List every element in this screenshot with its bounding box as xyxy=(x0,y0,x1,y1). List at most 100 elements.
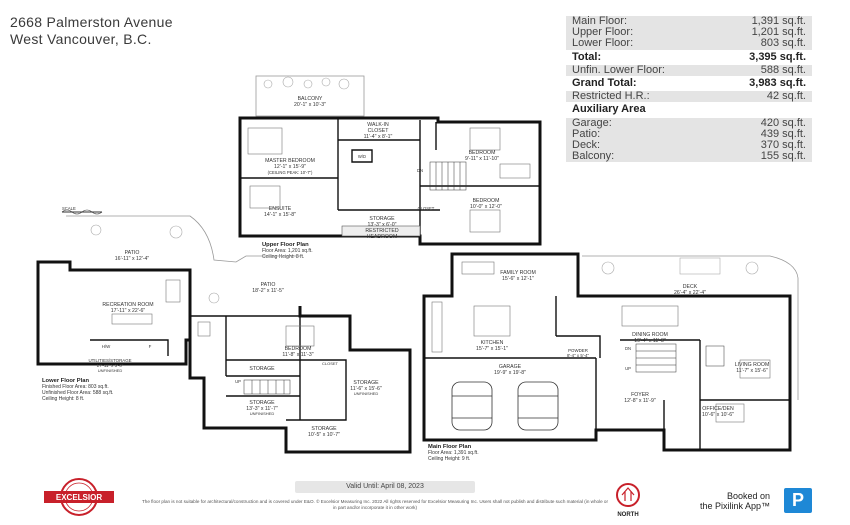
label-garage: Garage: xyxy=(572,116,612,129)
dims-recreation: 17'-11" x 22'-6" xyxy=(111,308,146,314)
label-patio: Patio: xyxy=(572,127,601,140)
booked-line1: Booked on xyxy=(726,491,770,501)
row-upper-floor: Upper Floor:1,201 sq.ft. xyxy=(566,26,812,38)
row-unfin-lower: Unfin. Lower Floor: 588 sq.ft. xyxy=(566,63,812,77)
label-storage-2: STORAGE xyxy=(353,380,379,386)
row-garage: Garage:420 sq.ft. xyxy=(566,116,812,129)
upper-partitions xyxy=(240,118,540,236)
dims-bedroom-2: 10'-0" x 12'-0" xyxy=(470,204,502,210)
value-patio: 439 sq.ft. xyxy=(760,127,806,140)
label-dn-main: DN xyxy=(625,346,631,351)
dims-garage: 19'-9" x 19'-8" xyxy=(494,370,526,376)
dims-deck: 26'-4" x 22'-4" xyxy=(674,290,706,296)
label-office: OFFICE/DEN xyxy=(702,406,734,412)
value-lower-floor: 803 sq.ft. xyxy=(760,37,806,50)
north-label: NORTH xyxy=(617,512,638,518)
note-storage-2: UNFINISHED xyxy=(354,391,379,396)
label-deck: Deck: xyxy=(572,139,601,152)
label-bedroom-2: BEDROOM xyxy=(473,198,500,204)
main-caption-area: Floor Area: 1,391 sq.ft. xyxy=(428,450,479,456)
label-balcony: BALCONY xyxy=(298,96,323,102)
garage-cars xyxy=(451,381,559,431)
label-family: FAMILY ROOM xyxy=(500,270,536,276)
lower-caption-area: Finished Floor Area: 803 sq.ft. xyxy=(42,384,109,390)
dims-storage-upper: 13'-3" x 6'-0" xyxy=(367,222,396,228)
value-unfin-lower: 588 sq.ft. xyxy=(760,63,806,76)
dims-dining: 19'-4" x 11'-8" xyxy=(634,338,666,344)
label-main-floor: Main Floor: xyxy=(572,15,628,27)
label-dining: DINING ROOM xyxy=(632,332,668,338)
value-restricted: 42 sq.ft. xyxy=(766,90,806,103)
label-recreation: RECREATION ROOM xyxy=(102,302,153,308)
property-address: 2668 Palmerston Avenue West Vancouver, B… xyxy=(10,14,173,48)
label-dn-upper: DN xyxy=(417,168,423,173)
main-walls xyxy=(422,252,792,452)
label-closet-upper: CLOSET xyxy=(418,206,435,211)
lower-walls xyxy=(36,260,412,454)
upper-caption-title: Upper Floor Plan xyxy=(262,242,309,248)
dims-family: 15'-6" x 12'-1" xyxy=(502,276,534,282)
upper-caption-ceiling: Ceiling Height: 8 ft. xyxy=(262,254,304,260)
restricted-headroom-area xyxy=(341,225,421,237)
main-partitions xyxy=(424,254,790,450)
dims-bedroom-lower: 11'-8" x 11'-3" xyxy=(282,352,313,358)
lower-stairs xyxy=(243,379,291,395)
aux-area-title: Auxiliary Area xyxy=(566,102,812,118)
dims-patio-mid: 18'-2" x 11'-5" xyxy=(252,288,284,294)
excelsior-seal-logo: EXCELSIOR xyxy=(36,477,122,517)
label-up-lower: UP xyxy=(235,379,241,384)
label-master: MASTER BEDROOM xyxy=(265,158,315,164)
dims-powder: 8'-4" x 5'-4" xyxy=(567,353,590,358)
note-master: (CEILING PEAK: 10'-7") xyxy=(268,170,313,175)
row-grand-total: Grand Total: 3,983 sq.ft. xyxy=(566,76,812,91)
label-patio-left: PATIO xyxy=(125,250,140,256)
valid-until-badge: Valid Until: April 08, 2023 xyxy=(295,481,475,493)
scale-label: SCALE xyxy=(62,206,76,211)
north-icon xyxy=(616,483,640,507)
main-furniture xyxy=(431,261,771,423)
label-lower-floor: Lower Floor: xyxy=(572,37,634,50)
label-grand-total: Grand Total: xyxy=(572,77,637,90)
label-deck: DECK xyxy=(683,284,698,290)
dims-bedroom-1: 9'-11" x 11'-10" xyxy=(465,156,499,162)
disclaimer-text: The floor plan is not suitable for archi… xyxy=(141,499,609,510)
row-total: Total:3,395 sq.ft. xyxy=(566,50,812,65)
main-caption-title: Main Floor Plan xyxy=(428,444,472,450)
label-unfin-lower: Unfin. Lower Floor: xyxy=(572,63,665,76)
row-restricted: Restricted H.R.:42 sq.ft. xyxy=(566,90,812,103)
value-main-floor: 1,391 sq.ft. xyxy=(751,15,806,27)
dims-ensuite: 14'-1" x 15'-8" xyxy=(264,212,296,218)
value-total: 3,395 sq.ft. xyxy=(749,50,806,63)
label-powder: POWDER xyxy=(568,348,588,353)
label-garage: GARAGE xyxy=(499,364,522,370)
value-grand-total: 3,983 sq.ft. xyxy=(749,77,806,90)
dims-storage-4: 10'-5" x 10'-7" xyxy=(308,432,340,438)
patio-furniture xyxy=(90,224,220,304)
address-line2: West Vancouver, B.C. xyxy=(10,31,152,47)
deck-outline xyxy=(582,255,799,400)
label-bedroom-lower: BEDROOM xyxy=(285,346,312,352)
row-main-floor: Main Floor: 1,391 sq.ft. xyxy=(566,15,812,27)
label-ensuite: ENSUITE xyxy=(269,206,292,212)
label-restricted: RESTRICTED xyxy=(365,228,398,234)
row-patio: Patio: 439 sq.ft. xyxy=(566,127,812,140)
label-wd: W/D xyxy=(358,154,366,159)
lower-caption-unfin: Unfinished Floor Area: 588 sq.ft. xyxy=(42,390,113,396)
area-group-floors: Main Floor: 1,391 sq.ft. Upper Floor:1,20… xyxy=(566,15,812,50)
row-lower-floor: Lower Floor: 803 sq.ft. xyxy=(566,38,812,49)
label-walkin: WALK-IN xyxy=(367,122,389,128)
label-up-main: UP xyxy=(625,366,631,371)
value-deck: 370 sq.ft. xyxy=(760,139,806,152)
label-f: F xyxy=(149,344,152,349)
pixilink-text: Booked on the Pixilink App™ xyxy=(666,491,770,511)
note-storage-3: UNFINISHED xyxy=(250,411,275,416)
main-floor-plan: FAMILY ROOM 15'-6" x 12'-1" DECK 26'-4" … xyxy=(422,252,799,462)
dims-master: 12'-1" x 15'-9" xyxy=(274,164,306,170)
label-walkin-2: CLOSET xyxy=(368,128,390,134)
lower-furniture xyxy=(111,279,315,347)
main-caption-ceiling: Ceiling Height: 9 ft. xyxy=(428,456,470,462)
dims-storage-2: 11'-6" x 15'-6" xyxy=(350,386,382,392)
label-storage-4: STORAGE xyxy=(311,426,337,432)
area-group-aux: Garage:420 sq.ft. Patio: 439 sq.ft. Deck:… xyxy=(566,116,812,163)
seal-text: EXCELSIOR xyxy=(56,493,102,502)
